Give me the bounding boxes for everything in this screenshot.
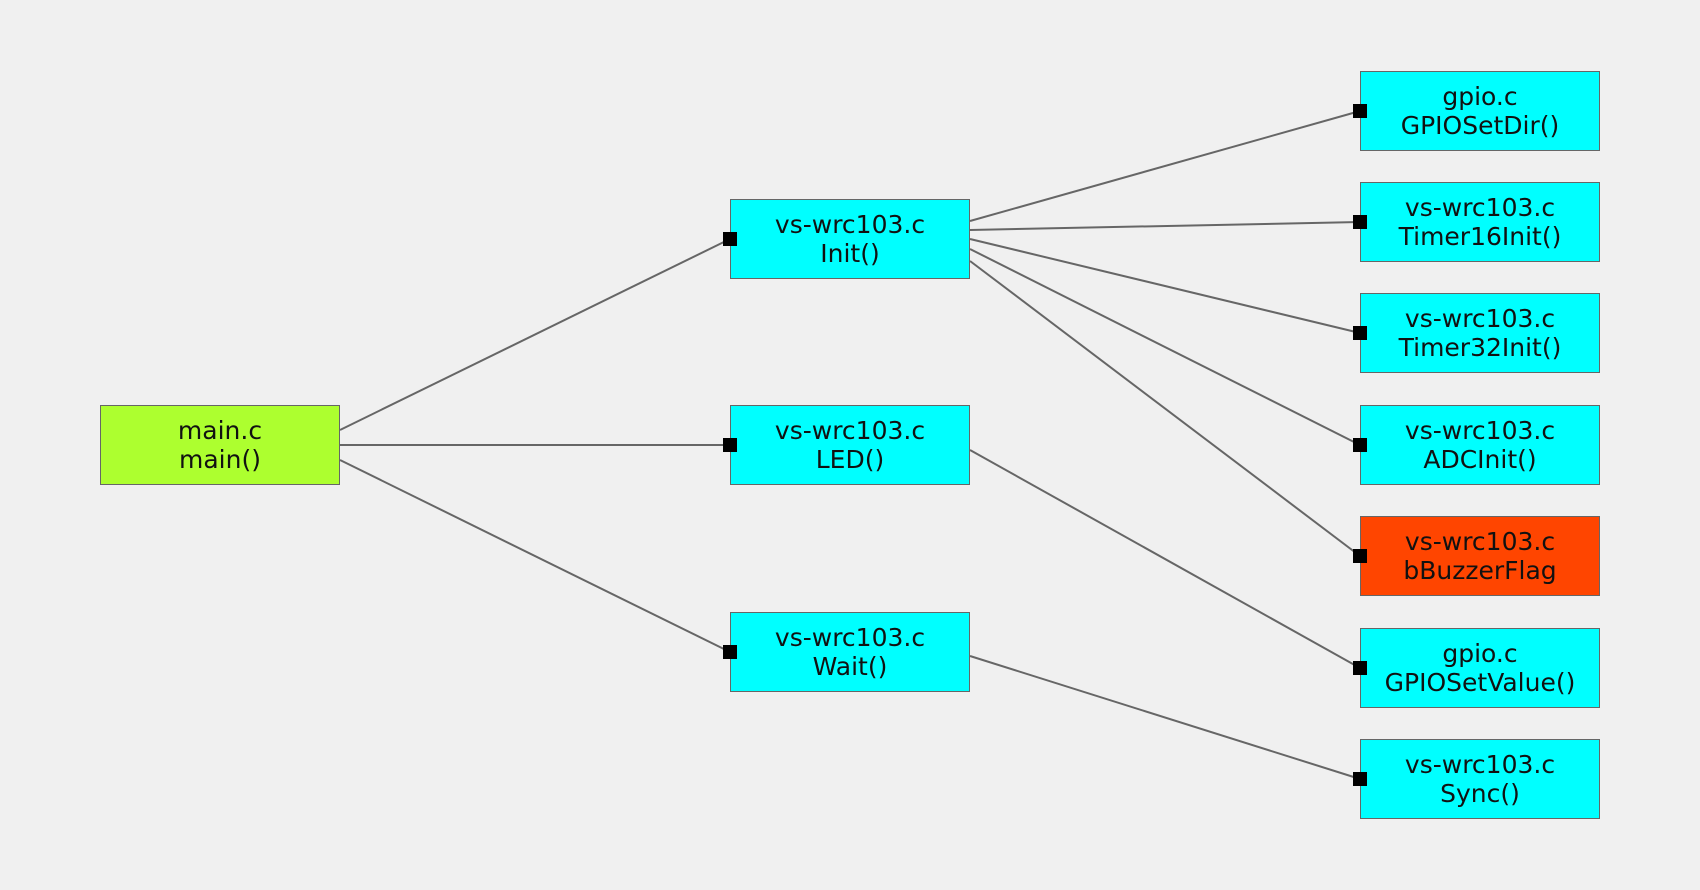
- node-adcinit[interactable]: vs-wrc103.c ADCInit(): [1360, 405, 1600, 485]
- node-init-symbol: Init(): [820, 239, 880, 268]
- node-adcinit-file: vs-wrc103.c: [1404, 416, 1556, 445]
- node-gpiosetdir-symbol: GPIOSetDir(): [1400, 111, 1560, 140]
- edge-init-to-gpiosetdir: [969, 110, 1361, 222]
- node-timer16init-file: vs-wrc103.c: [1404, 193, 1556, 222]
- input-port-bbuzzerflag: [1353, 549, 1367, 563]
- node-adcinit-symbol: ADCInit(): [1423, 445, 1537, 474]
- edge-init-to-adcinit: [969, 248, 1361, 446]
- edge-init-to-timer32init: [969, 238, 1361, 334]
- node-init-file: vs-wrc103.c: [774, 210, 926, 239]
- input-port-led: [723, 438, 737, 452]
- node-timer32init[interactable]: vs-wrc103.c Timer32Init(): [1360, 293, 1600, 373]
- node-led-symbol: LED(): [815, 445, 885, 474]
- input-port-init: [723, 232, 737, 246]
- node-gpiosetdir-file: gpio.c: [1442, 82, 1518, 111]
- node-bbuzzerflag-symbol: bBuzzerFlag: [1403, 556, 1557, 585]
- node-wait-symbol: Wait(): [812, 652, 888, 681]
- edge-init-to-timer16init: [969, 221, 1361, 231]
- input-port-timer16init: [1353, 215, 1367, 229]
- node-led[interactable]: vs-wrc103.c LED(): [730, 405, 970, 485]
- node-timer32init-symbol: Timer32Init(): [1398, 333, 1562, 362]
- node-bbuzzerflag-file: vs-wrc103.c: [1404, 527, 1556, 556]
- node-bbuzzerflag[interactable]: vs-wrc103.c bBuzzerFlag: [1360, 516, 1600, 596]
- edge-main-to-wait: [339, 459, 731, 653]
- node-gpiosetvalue-symbol: GPIOSetValue(): [1384, 668, 1576, 697]
- input-port-timer32init: [1353, 326, 1367, 340]
- node-sync[interactable]: vs-wrc103.c Sync(): [1360, 739, 1600, 819]
- edge-init-to-bbuzzerflag: [969, 260, 1361, 557]
- node-main-file: main.c: [177, 416, 263, 445]
- node-wait[interactable]: vs-wrc103.c Wait(): [730, 612, 970, 692]
- node-gpiosetdir[interactable]: gpio.c GPIOSetDir(): [1360, 71, 1600, 151]
- node-sync-file: vs-wrc103.c: [1404, 750, 1556, 779]
- input-port-sync: [1353, 772, 1367, 786]
- input-port-gpiosetdir: [1353, 104, 1367, 118]
- input-port-wait: [723, 645, 737, 659]
- node-wait-file: vs-wrc103.c: [774, 623, 926, 652]
- node-gpiosetvalue[interactable]: gpio.c GPIOSetValue(): [1360, 628, 1600, 708]
- node-sync-symbol: Sync(): [1440, 779, 1520, 808]
- edge-main-to-init: [339, 238, 731, 431]
- node-timer16init[interactable]: vs-wrc103.c Timer16Init(): [1360, 182, 1600, 262]
- node-main-symbol: main(): [179, 445, 261, 474]
- node-main[interactable]: main.c main(): [100, 405, 340, 485]
- edge-wait-to-sync: [969, 655, 1361, 780]
- input-port-gpiosetvalue: [1353, 661, 1367, 675]
- input-port-adcinit: [1353, 438, 1367, 452]
- node-init[interactable]: vs-wrc103.c Init(): [730, 199, 970, 279]
- node-timer16init-symbol: Timer16Init(): [1398, 222, 1562, 251]
- node-led-file: vs-wrc103.c: [774, 416, 926, 445]
- node-gpiosetvalue-file: gpio.c: [1442, 639, 1518, 668]
- edge-led-to-gpiosetvalue: [969, 449, 1361, 669]
- node-timer32init-file: vs-wrc103.c: [1404, 304, 1556, 333]
